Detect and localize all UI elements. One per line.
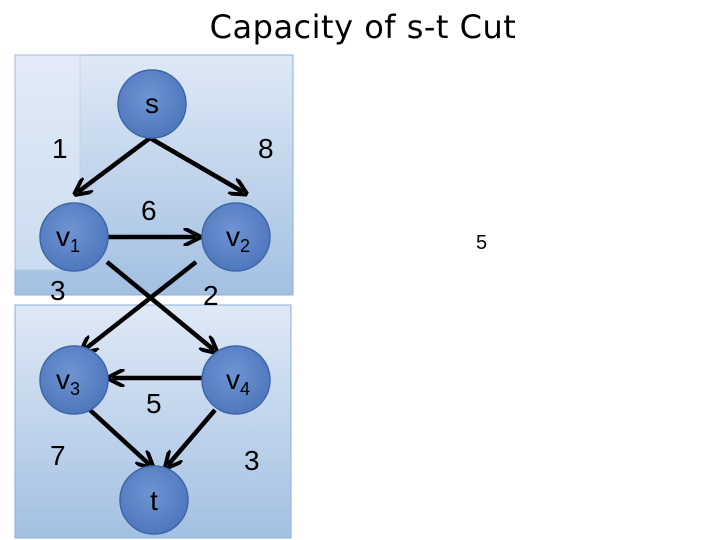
edge-v2-v3 bbox=[84, 260, 198, 350]
svg-text:v1: v1 bbox=[56, 221, 80, 256]
capacity-v4-t: 3 bbox=[244, 445, 260, 476]
node-v3-subscript: 3 bbox=[70, 379, 80, 399]
slide-title: Capacity of s-t Cut bbox=[209, 8, 517, 46]
node-v2: v2 bbox=[201, 202, 271, 272]
node-t: t bbox=[119, 465, 189, 535]
capacity-v4-v3: 5 bbox=[146, 388, 162, 419]
capacity-v3-t: 7 bbox=[50, 440, 66, 471]
capacity-s-v2: 8 bbox=[258, 133, 274, 164]
edge-v3-t bbox=[88, 408, 150, 465]
node-v1: v1 bbox=[39, 202, 109, 272]
node-v4-subscript: 4 bbox=[240, 379, 250, 399]
capacity-s-v1: 1 bbox=[52, 133, 68, 164]
cut-capacity-value: 5 bbox=[476, 232, 487, 254]
node-v3: v3 bbox=[39, 345, 109, 415]
node-v4-label: v bbox=[226, 364, 240, 395]
node-s: s bbox=[117, 69, 187, 139]
node-s-label: s bbox=[145, 88, 159, 119]
node-v1-subscript: 1 bbox=[70, 236, 80, 256]
svg-text:v4: v4 bbox=[226, 364, 250, 399]
edge-s-v1 bbox=[78, 136, 152, 192]
edge-s-v2 bbox=[148, 136, 243, 192]
edge-v1-v4 bbox=[105, 260, 214, 350]
node-v2-subscript: 2 bbox=[240, 236, 250, 256]
svg-text:v2: v2 bbox=[226, 221, 250, 256]
capacity-v2-v3: 2 bbox=[203, 280, 219, 311]
node-v2-label: v bbox=[226, 221, 240, 252]
svg-text:v3: v3 bbox=[56, 364, 80, 399]
edges-group bbox=[78, 136, 243, 465]
capacity-v1-v2: 6 bbox=[141, 195, 157, 226]
edge-v4-t bbox=[168, 408, 217, 465]
node-v4: v4 bbox=[201, 345, 271, 415]
capacity-v1-v4: 3 bbox=[50, 275, 66, 306]
node-v3-label: v bbox=[56, 364, 70, 395]
node-t-label: t bbox=[150, 485, 158, 516]
node-v1-label: v bbox=[56, 221, 70, 252]
